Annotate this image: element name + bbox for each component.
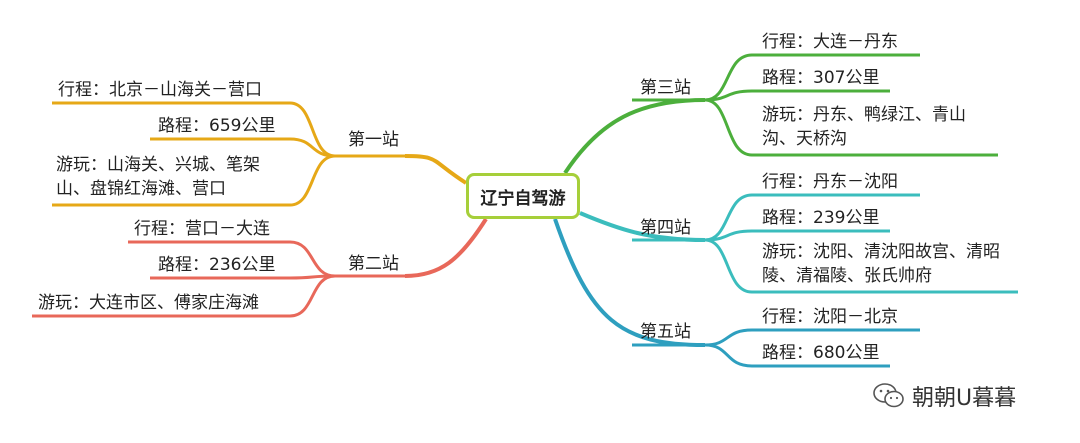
station-3-title[interactable]: 第三站 bbox=[640, 78, 691, 98]
connector-s3-route bbox=[704, 53, 753, 102]
s3-distance[interactable]: 路程：307公里 bbox=[762, 68, 880, 88]
s4-sights[interactable]: 游玩：沈阳、清沈阳故宫、清昭陵、清福陵、张氏帅府 bbox=[762, 242, 1000, 286]
connector-s4-distance bbox=[704, 229, 753, 242]
connector-s5-route bbox=[704, 328, 753, 347]
s2-route[interactable]: 行程：营口－大连 bbox=[134, 219, 270, 239]
connector-station-2 bbox=[404, 217, 488, 278]
central-topic[interactable]: 辽宁自驾游 bbox=[466, 173, 580, 219]
wechat-icon bbox=[873, 383, 904, 408]
watermark: 朝朝U暮暮 bbox=[872, 380, 1016, 412]
connector-station-1 bbox=[404, 154, 468, 185]
connector-s4-sights bbox=[704, 238, 753, 294]
connector-s1-sights bbox=[289, 154, 336, 207]
connector-s2-sights bbox=[289, 274, 336, 318]
connector-s3-sights bbox=[704, 98, 753, 157]
connector-s1-distance bbox=[289, 137, 336, 158]
connector-station-3 bbox=[563, 98, 706, 175]
s1-route[interactable]: 行程：北京－山海关－营口 bbox=[58, 80, 262, 100]
connector-s2-route bbox=[289, 240, 336, 278]
s3-route[interactable]: 行程：大连－丹东 bbox=[762, 32, 898, 52]
connector-s4-route bbox=[704, 193, 753, 242]
s2-sights[interactable]: 游玩：大连市区、傅家庄海滩 bbox=[38, 293, 259, 313]
connector-s5-distance bbox=[704, 343, 753, 368]
s1-distance[interactable]: 路程：659公里 bbox=[158, 116, 276, 136]
s2-distance[interactable]: 路程：236公里 bbox=[158, 255, 276, 275]
watermark-text: 朝朝U暮暮 bbox=[912, 386, 1017, 411]
s4-distance[interactable]: 路程：239公里 bbox=[762, 208, 880, 228]
s5-distance[interactable]: 路程：680公里 bbox=[762, 343, 880, 363]
station-2-title[interactable]: 第二站 bbox=[348, 254, 399, 274]
s3-sights[interactable]: 游玩：丹东、鸭绿江、青山沟、天桥沟 bbox=[762, 105, 966, 149]
s4-route[interactable]: 行程：丹东－沈阳 bbox=[762, 172, 898, 192]
connector-s3-distance bbox=[704, 89, 753, 102]
s5-route[interactable]: 行程：沈阳－北京 bbox=[762, 307, 898, 327]
station-5-title[interactable]: 第五站 bbox=[640, 322, 691, 342]
station-4-title[interactable]: 第四站 bbox=[640, 218, 691, 238]
station-1-title[interactable]: 第一站 bbox=[348, 130, 399, 150]
s1-sights[interactable]: 游玩：山海关、兴城、笔架山、盘锦红海滩、营口 bbox=[56, 155, 260, 199]
